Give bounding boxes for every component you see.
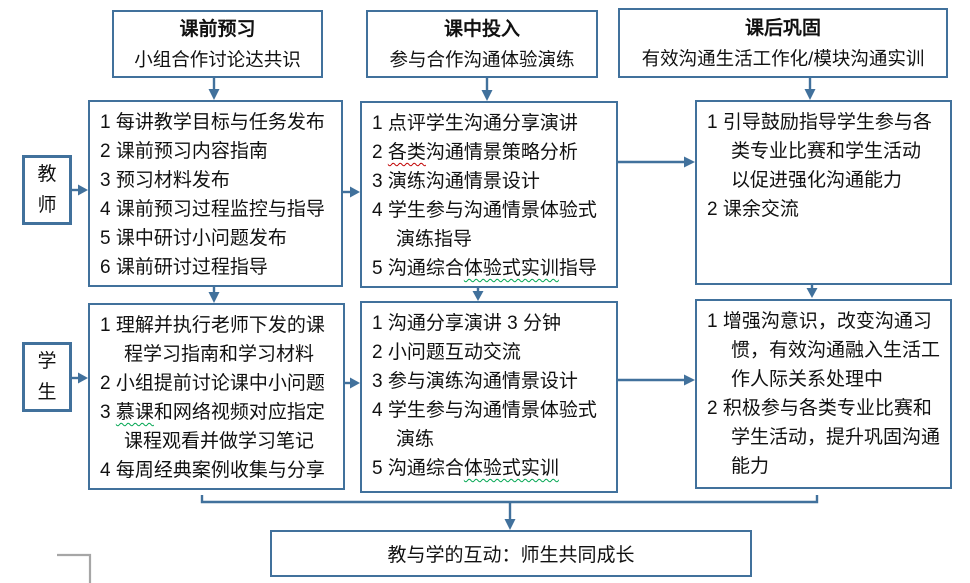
text-line: 2 小组提前讨论课中小问题	[100, 373, 325, 394]
text-line: 惯，有效沟通融入生活工	[731, 340, 941, 361]
text-line: 4 每周经典案例收集与分享	[100, 460, 325, 481]
text-line: 以促进强化沟通能力	[731, 170, 903, 191]
text-line: 演练	[396, 429, 435, 450]
text-line: 2 各类沟通情景策略分析	[372, 142, 578, 163]
text-line: 2 小问题互动交流	[372, 342, 521, 363]
text-line: 1 理解并执行老师下发的课	[100, 315, 325, 336]
arrow-t1-to-s1	[208, 287, 220, 303]
text-line: 1 增强沟意识，改变沟通习	[707, 311, 932, 332]
text-line: 2 积极参与各类专业比赛和	[707, 398, 932, 419]
arrow-teacher-role-to-box	[72, 184, 88, 196]
stage-subtitle: 参与合作沟通体验演练	[389, 48, 575, 70]
stage-title: 课中投入	[443, 18, 520, 40]
teacher-box-after-class: 1 引导鼓励指导学生参与各类专业比赛和学生活动以促进强化沟通能力 2 课余交流	[695, 100, 952, 285]
stage-header-in-class: 课中投入 参与合作沟通体验演练	[366, 10, 598, 78]
footer-label: 教与学的互动：师生共同成长	[387, 545, 635, 566]
text-line: 课程观看并做学习笔记	[124, 431, 315, 452]
page-corner-mark	[57, 553, 92, 583]
role-label: 学生	[37, 351, 57, 403]
stage-subtitle: 小组合作讨论达共识	[134, 48, 301, 70]
text-line: 1 引导鼓励指导学生参与各	[707, 112, 932, 133]
text-line: 4 学生参与沟通情景体验式	[372, 400, 597, 421]
text-line: 5 沟通综合体验式实训	[372, 458, 559, 479]
text-line: 1 沟通分享演讲 3 分钟	[372, 313, 561, 334]
stage-subtitle: 有效沟通生活工作化/模块沟通实训	[641, 47, 925, 69]
text-line: 学生活动，提升巩固沟通	[731, 427, 941, 448]
student-box-pre-class: 1 理解并执行老师下发的课程学习指南和学习材料 2 小组提前讨论课中小问题 3 慕课…	[88, 303, 345, 490]
arrow-header-post-to-teacher	[804, 78, 816, 100]
bracket-students-to-footer	[200, 495, 819, 530]
student-box-in-class: 1 沟通分享演讲 3 分钟 2 小问题互动交流 3 参与演练沟通情景设计 4 学生参与…	[360, 301, 618, 493]
footer-summary-box: 教与学的互动：师生共同成长	[270, 530, 752, 577]
text-line: 演练指导	[396, 229, 473, 250]
arrow-t2-to-s2	[472, 288, 484, 301]
stage-title: 课后巩固	[744, 17, 821, 39]
arrow-t2-to-t3	[618, 156, 695, 168]
text-line: 4 学生参与沟通情景体验式	[372, 200, 597, 221]
teacher-box-pre-class: 1 每讲教学目标与任务发布 2 课前预习内容指南 3 预习材料发布 4 课前预习过程监…	[88, 100, 343, 287]
stage-title: 课前预习	[179, 18, 256, 40]
text-line: 能力	[731, 456, 770, 477]
text-line: 3 演练沟通情景设计	[372, 171, 540, 192]
arrow-s2-to-s3	[618, 374, 695, 386]
text-line: 1 点评学生沟通分享演讲	[372, 113, 578, 134]
text-line: 6 课前研讨过程指导	[100, 257, 268, 278]
text-line: 类专业比赛和学生活动	[731, 141, 922, 162]
arrow-header-mid-to-teacher	[481, 78, 493, 101]
arrow-s1-to-s2	[345, 377, 360, 389]
arrow-student-role-to-box	[72, 372, 88, 384]
stage-header-after-class: 课后巩固 有效沟通生活工作化/模块沟通实训	[618, 8, 948, 78]
text-line: 2 课前预习内容指南	[100, 141, 268, 162]
text-line: 5 沟通综合体验式实训指导	[372, 258, 597, 279]
text-line: 1 每讲教学目标与任务发布	[100, 112, 325, 133]
student-box-after-class: 1 增强沟意识，改变沟通习惯，有效沟通融入生活工作人际关系处理中 2 积极参与各类…	[695, 299, 952, 489]
role-box-student: 学生	[22, 342, 72, 412]
text-line: 程学习指南和学习材料	[124, 344, 315, 365]
text-line: 4 课前预习过程监控与指导	[100, 199, 325, 220]
text-line: 3 参与演练沟通情景设计	[372, 371, 578, 392]
text-line: 2 课余交流	[707, 199, 799, 220]
text-line: 5 课中研讨小问题发布	[100, 228, 287, 249]
role-box-teacher: 教师	[22, 155, 72, 225]
role-label: 教师	[37, 164, 57, 216]
arrow-t1-to-t2	[343, 186, 360, 198]
text-line: 作人际关系处理中	[731, 369, 884, 390]
stage-header-pre-class: 课前预习 小组合作讨论达共识	[112, 10, 323, 78]
text-line: 3 预习材料发布	[100, 170, 230, 191]
teacher-box-in-class: 1 点评学生沟通分享演讲 2 各类沟通情景策略分析 3 演练沟通情景设计 4 学生参与…	[360, 101, 618, 288]
arrow-t3-to-s3	[806, 285, 818, 298]
arrow-header-pre-to-teacher	[208, 78, 220, 100]
text-line: 3 慕课和网络视频对应指定	[100, 402, 325, 423]
